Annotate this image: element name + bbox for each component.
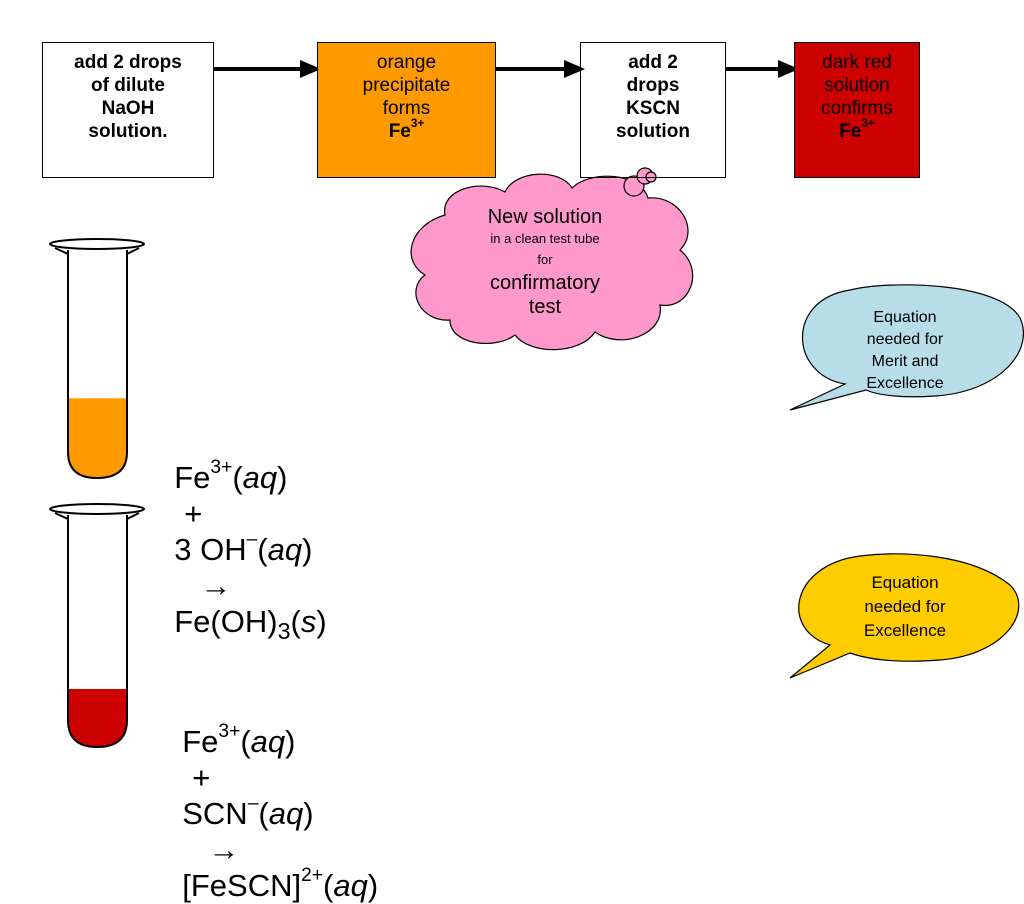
cloud-line-4: confirmatory xyxy=(489,272,601,294)
tube1-liquid xyxy=(68,398,127,478)
box4-line-2: solution xyxy=(824,75,890,96)
merit-bubble-text: Equation needed for Merit and Excellence xyxy=(845,307,965,395)
equation-precipitation: Fe3+(aq) + 3 OH–(aq) → Fe(OH)3(s) xyxy=(157,424,327,645)
step-add-kscn-box: add 2 drops KSCN solution xyxy=(580,42,726,178)
step-add-naoh-box: add 2 drops of dilute NaOH solution. xyxy=(42,42,214,178)
box3-line-3: KSCN xyxy=(626,98,680,119)
excellence-line-3: Excellence xyxy=(863,621,947,640)
eq1-reactant-2: 3 OH–(aq) xyxy=(174,528,313,567)
equation-complex-formation: Fe3+(aq) + SCN–(aq) → [FeSCN]2+(aq) xyxy=(165,688,378,904)
speech-bubble-merit xyxy=(789,284,1024,411)
box3-line-2: drops xyxy=(626,75,680,96)
tube2-liquid xyxy=(68,689,127,747)
box2-line-3: forms xyxy=(382,98,431,119)
eq1-product: Fe(OH)3(s) xyxy=(174,604,327,645)
cloud-line-1: New solution xyxy=(487,206,603,228)
cloud-line-5: test xyxy=(528,296,562,318)
merit-line-2: needed for xyxy=(866,331,944,348)
box1-line-2: of dilute xyxy=(91,75,165,96)
diagram-graphics xyxy=(49,59,1024,749)
excellence-bubble-text: Equation needed for Excellence xyxy=(845,571,965,643)
box4-ion: Fe3+ xyxy=(839,117,875,142)
box2-line-1: orange xyxy=(376,52,437,73)
flow-arrows xyxy=(214,59,800,79)
speech-bubble-excellence xyxy=(789,553,1020,679)
box2-ion: Fe3+ xyxy=(388,117,425,142)
eq1-plus: + xyxy=(184,496,203,531)
orange-precipitate-box: orange precipitate forms Fe3+ xyxy=(317,42,496,178)
cloud-line-3: for xyxy=(537,252,553,267)
eq2-product: [FeSCN]2+(aq) xyxy=(182,864,379,903)
test-tube-2 xyxy=(49,503,145,749)
box1-line-4: solution. xyxy=(88,121,168,142)
eq2-arrow: → xyxy=(208,832,240,867)
test-tube-1 xyxy=(49,238,145,480)
cloud-line-2: in a clean test tube xyxy=(490,231,600,246)
eq1-arrow: → xyxy=(200,568,232,603)
merit-line-3: Merit and xyxy=(871,353,939,370)
box1-line-1: add 2 drops xyxy=(74,52,182,73)
box2-line-2: precipitate xyxy=(362,75,451,96)
cloud-text: New solution in a clean test tube for co… xyxy=(440,205,650,319)
box3-line-1: add 2 xyxy=(628,52,678,73)
box4-line-3: confirms xyxy=(821,98,893,119)
eq2-plus: + xyxy=(192,760,211,795)
excellence-line-2: needed for xyxy=(864,597,946,616)
dark-red-solution-box: dark red solution confirms Fe3+ xyxy=(794,42,920,178)
excellence-line-1: Equation xyxy=(871,573,939,592)
box3-line-4: solution xyxy=(616,121,690,142)
merit-line-1: Equation xyxy=(873,309,937,326)
box1-line-3: NaOH xyxy=(101,98,155,119)
merit-line-4: Excellence xyxy=(866,375,944,392)
eq1-reactant-1: Fe3+(aq) xyxy=(174,456,288,495)
eq2-reactant-2: SCN–(aq) xyxy=(182,792,314,831)
box4-line-1: dark red xyxy=(822,52,892,73)
eq2-reactant-1: Fe3+(aq) xyxy=(182,720,296,759)
thought-cloud xyxy=(410,167,694,351)
